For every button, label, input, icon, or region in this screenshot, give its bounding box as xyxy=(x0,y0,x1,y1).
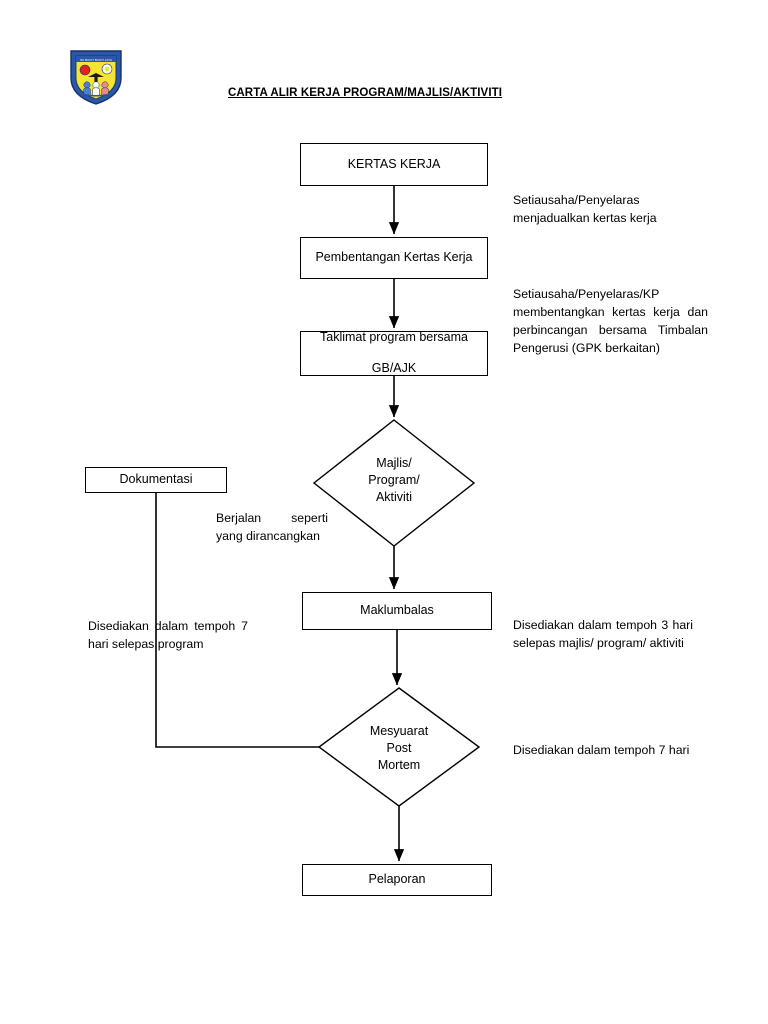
node-kertas-kerja-label: KERTAS KERJA xyxy=(347,156,441,171)
node-dokumentasi: Dokumentasi xyxy=(85,467,227,493)
annotation-disediakan-7-hari-selepas-program: Disediakan dalam tempoh 7 hari selepas p… xyxy=(88,619,248,651)
annotation-disediakan-7-hari: Disediakan dalam tempoh 7 hari xyxy=(513,743,690,757)
node-maklumbalas-label: Maklumbalas xyxy=(360,603,434,618)
annotation-disediakan-3-hari: Disediakan dalam tempoh 3 hari selepas m… xyxy=(513,618,693,650)
annotation-setiausaha-bentang: Setiausaha/Penyelaras/KP membentangkan k… xyxy=(513,287,708,355)
decision-mesyuarat-line1: Mesyuarat xyxy=(369,724,429,738)
annotation-berjalan-seperti-dirancangkan: Berjalan seperti yang dirancangkan xyxy=(216,511,328,543)
decision-mesyuarat-line2: Post xyxy=(386,740,412,755)
decision-majlis-label: Majlis/ Program/ Aktiviti xyxy=(333,455,455,506)
school-crest-logo: SK BUKIT BUKIT JAYA xyxy=(68,48,124,106)
node-taklimat-label-line1: Taklimat program bersama xyxy=(320,330,468,345)
annotation-setiausaha-jadual: Setiausaha/Penyelaras menjadualkan kerta… xyxy=(513,193,657,225)
svg-text:SK BUKIT BUKIT JAYA: SK BUKIT BUKIT JAYA xyxy=(80,58,113,62)
node-pelaporan: Pelaporan xyxy=(302,864,492,896)
page-title: CARTA ALIR KERJA PROGRAM/MAJLIS/AKTIVITI xyxy=(228,87,503,99)
node-kertas-kerja: KERTAS KERJA xyxy=(300,143,488,186)
decision-majlis-line1: Majlis/ xyxy=(376,456,412,470)
node-pembentangan-label: Pembentangan Kertas Kerja xyxy=(315,250,473,265)
decision-mesyuarat-label: Mesyuarat Post Mortem xyxy=(338,723,460,774)
node-taklimat-label-line2: GB/AJK xyxy=(371,361,417,376)
decision-majlis-line2: Program/ xyxy=(368,472,420,487)
node-taklimat-label: Taklimat program bersama GB/AJK xyxy=(308,330,480,377)
node-pelaporan-label: Pelaporan xyxy=(368,872,426,887)
decision-mesyuarat-line3: Mortem xyxy=(377,757,421,772)
node-taklimat-program: Taklimat program bersama GB/AJK xyxy=(300,330,488,377)
node-dokumentasi-label: Dokumentasi xyxy=(119,472,193,487)
node-maklumbalas: Maklumbalas xyxy=(302,592,492,630)
decision-majlis-line3: Aktiviti xyxy=(375,489,413,504)
node-pembentangan-kertas-kerja: Pembentangan Kertas Kerja xyxy=(300,237,488,279)
